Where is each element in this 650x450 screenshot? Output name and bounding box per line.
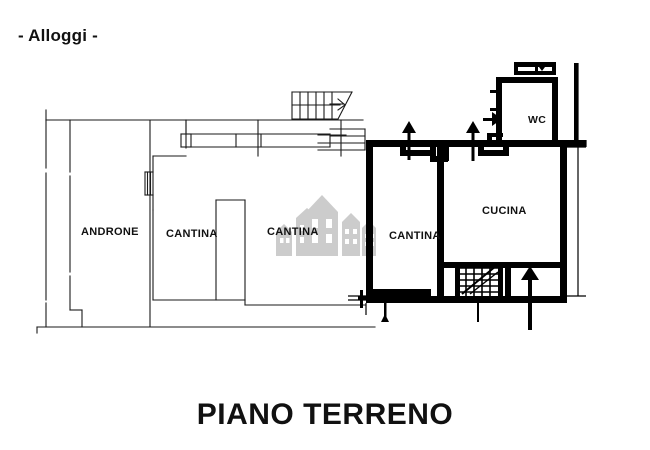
room-label-cantina-3: CANTINA (389, 230, 441, 242)
room-label-cantina-2: CANTINA (267, 226, 319, 238)
page-title-bottom: PIANO TERRENO (196, 398, 454, 431)
staircase-lower-icon (460, 264, 499, 300)
detail-lines-group (348, 63, 587, 315)
direction-arrows-group (381, 121, 539, 330)
room-label-cucina: CUCINA (482, 205, 527, 217)
room-label-wc: WC (528, 114, 547, 126)
thick-walls-group (358, 62, 586, 308)
room-label-cantina-1: CANTINA (166, 228, 218, 240)
room-label-androne: ANDRONE (81, 226, 139, 238)
thin-walls-group (36, 91, 376, 334)
page-title-top: - Alloggi - (18, 26, 98, 45)
